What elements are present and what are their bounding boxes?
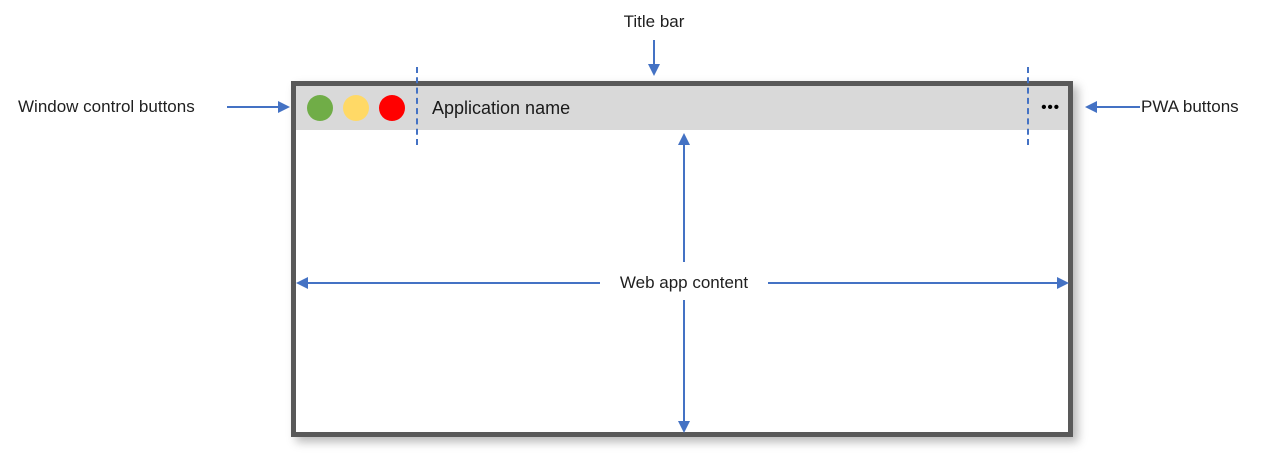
content-arrowhead-right-icon (1057, 277, 1069, 289)
web-app-content-area (296, 130, 1068, 432)
window-controls-arrowhead-right-icon (278, 101, 290, 113)
content-arrow-line-left (307, 282, 600, 284)
content-arrow-line-up (683, 144, 685, 262)
right-dashed-separator (1027, 67, 1029, 145)
app-window: Application name ••• (291, 81, 1073, 437)
content-arrowhead-left-icon (296, 277, 308, 289)
web-app-content-callout-label: Web app content (619, 273, 749, 292)
application-name-label: Application name (432, 97, 571, 118)
window-controls-arrow-line (227, 106, 279, 108)
pwa-buttons-callout-label: PWA buttons (1141, 97, 1239, 116)
content-arrow-line-down (683, 300, 685, 422)
title-bar-arrow-line (653, 40, 655, 65)
window-controls-callout-label: Window control buttons (18, 97, 195, 116)
content-arrowhead-down-icon (678, 421, 690, 433)
yellow-circle-button[interactable] (343, 95, 369, 121)
content-arrowhead-up-icon (678, 133, 690, 145)
pwa-menu-ellipsis-icon[interactable]: ••• (1041, 98, 1060, 116)
red-circle-button[interactable] (379, 95, 405, 121)
green-circle-button[interactable] (307, 95, 333, 121)
pwa-buttons-arrow-line (1096, 106, 1140, 108)
pwa-buttons-arrowhead-left-icon (1085, 101, 1097, 113)
left-dashed-separator (416, 67, 418, 145)
title-bar[interactable]: Application name ••• (296, 86, 1068, 130)
content-arrow-line-right (768, 282, 1058, 284)
title-bar-callout-label: Title bar (623, 12, 685, 31)
title-bar-arrowhead-down-icon (648, 64, 660, 76)
